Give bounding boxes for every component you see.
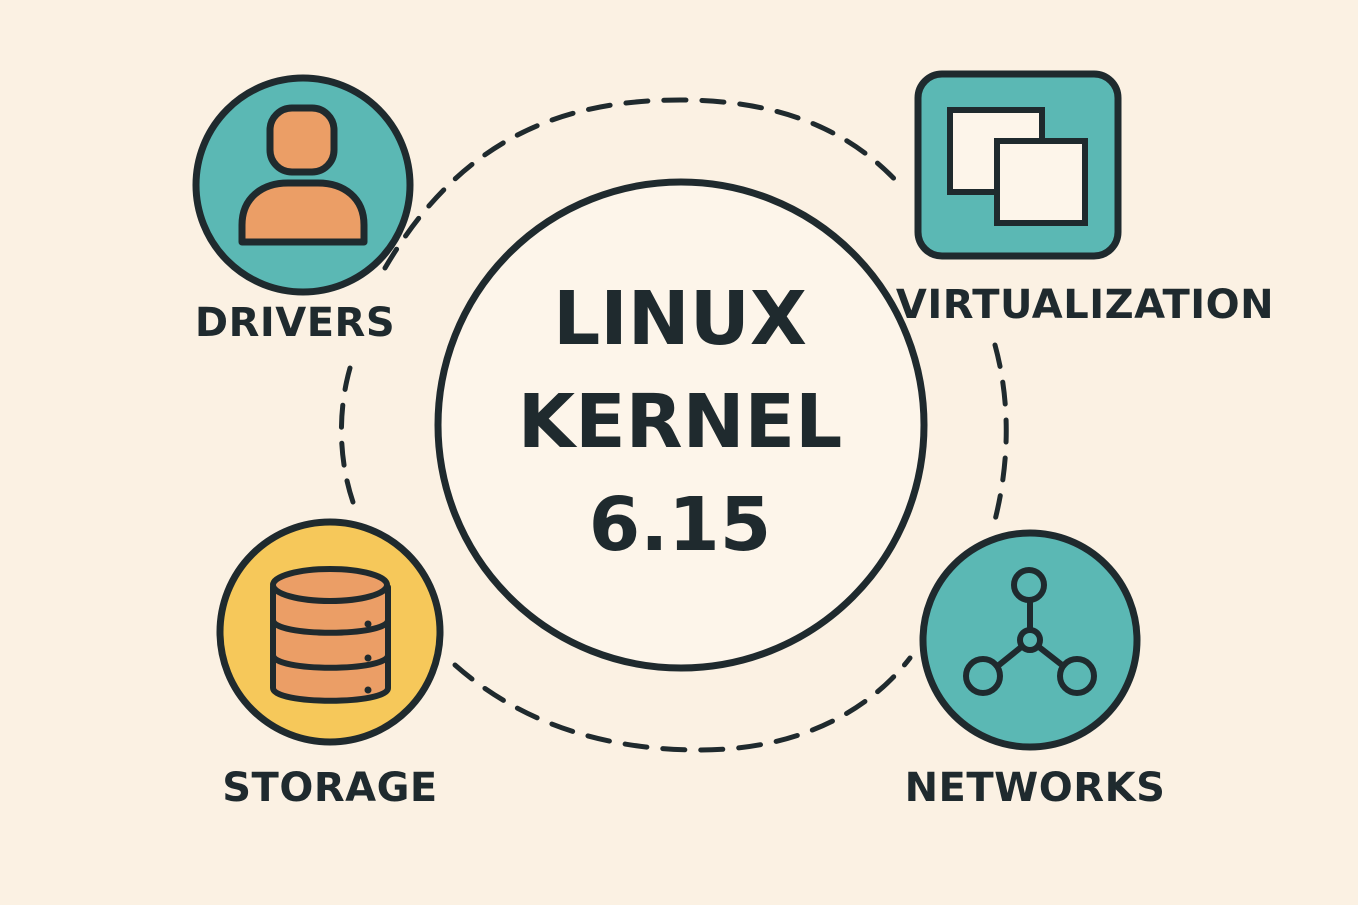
dashed-connector-right: [992, 342, 1009, 523]
storage-label: STORAGE: [222, 765, 438, 811]
drivers-label: DRIVERS: [194, 300, 396, 346]
networks-node: [919, 529, 1141, 751]
virtualization-node: [914, 70, 1122, 260]
database-icon: [270, 566, 391, 704]
kernel-version: 6.15: [588, 482, 772, 568]
virtualization-label: VIRTUALIZATION: [895, 282, 1275, 328]
dashed-connector-left: [339, 365, 357, 508]
dashed-connector-top: [382, 97, 903, 271]
person-icon: [238, 104, 368, 246]
kernel-title-line2: KERNEL: [517, 379, 843, 465]
drivers-node: [192, 74, 414, 296]
kernel-circle: [434, 178, 928, 672]
windows-icon: [947, 107, 1088, 226]
dashed-connector-bottom: [452, 655, 913, 753]
network-icon: [963, 567, 1097, 696]
storage-node: [216, 518, 444, 746]
kernel-title-line1: LINUX: [553, 276, 807, 362]
networks-label: NETWORKS: [904, 765, 1166, 811]
